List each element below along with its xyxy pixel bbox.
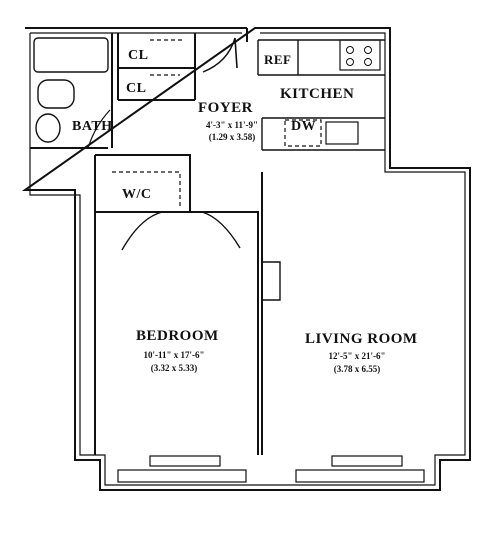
bedroom-label: BEDROOM [136, 328, 219, 344]
bathtub [33, 37, 109, 73]
basin [35, 113, 61, 143]
stove [339, 39, 381, 71]
foyer-dim-imperial: 4'-3" x 11'-9" [206, 120, 258, 130]
bedroom-radiator [149, 455, 221, 467]
wc-label: W/C [122, 187, 152, 202]
living-room-dim-metric: (3.78 x 6.55) [333, 364, 381, 374]
burner [346, 46, 354, 54]
foyer-dim-metric: (1.29 x 3.58) [208, 132, 256, 142]
dishwasher-box [284, 119, 322, 147]
burner [346, 58, 354, 66]
kitchen-label: KITCHEN [280, 86, 355, 102]
closet-2-label: CL [126, 81, 147, 96]
foyer-label: FOYER [198, 100, 253, 116]
kitchen-lower-counter [261, 117, 385, 151]
bedroom-dim-metric: (3.32 x 5.33) [150, 363, 198, 373]
burner [364, 58, 372, 66]
closet-door [150, 39, 185, 76]
kitchen-counter [257, 39, 385, 76]
entry-door-leaf [234, 37, 238, 69]
toilet [37, 79, 75, 109]
closet-wall [117, 33, 196, 101]
closet-1-label: CL [128, 48, 149, 63]
entry-door [202, 37, 236, 73]
bath-label: BATH [72, 119, 113, 134]
ref-label: REF [264, 52, 292, 67]
exterior-wall-inner [29, 32, 466, 486]
bedroom-dim-imperial: 10'-11" x 17'-6" [143, 350, 205, 360]
bath-door-swing [87, 109, 111, 149]
dw-label: DW [291, 119, 317, 134]
wc-wall [94, 154, 191, 213]
living-room-dim-imperial: 12'-5" x 21'-6" [328, 351, 386, 361]
burner [364, 46, 372, 54]
exterior-wall [21, 27, 471, 491]
bedroom-door [121, 211, 163, 251]
living-pillar [262, 261, 281, 301]
bedroom-wall [94, 211, 259, 455]
wc-shelf [112, 171, 181, 206]
living-radiator [331, 455, 403, 467]
bedroom-window [117, 469, 247, 483]
bedroom-door-2 [201, 211, 241, 249]
sink [325, 121, 359, 145]
bath-wall [30, 33, 113, 149]
living-room-label: LIVING ROOM [305, 331, 418, 347]
living-window [295, 469, 425, 483]
